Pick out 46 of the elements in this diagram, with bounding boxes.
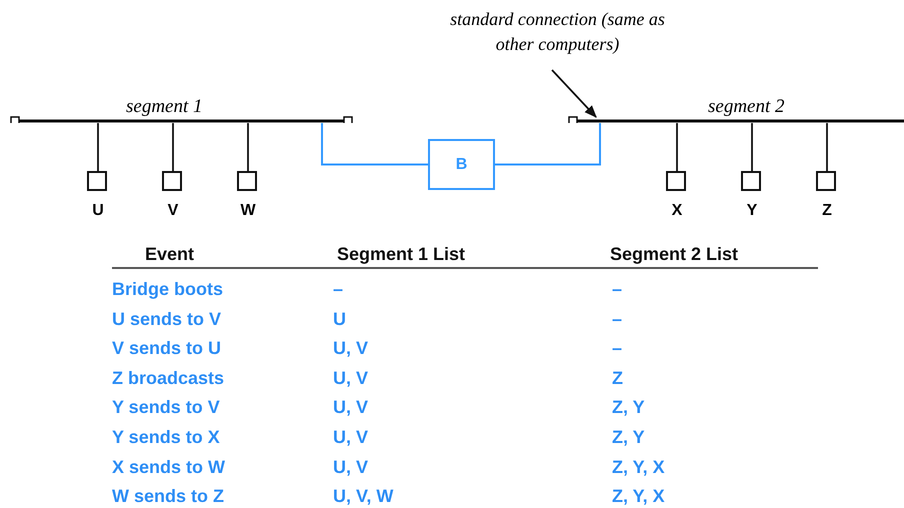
table-cell: U, V xyxy=(333,426,368,448)
annotation-text: standard connection (same as other computers) xyxy=(450,7,665,59)
table-cell: U, V, W xyxy=(333,485,394,508)
table-cell: U, V xyxy=(333,456,368,478)
table-cell: U, V xyxy=(333,337,368,360)
arrow xyxy=(551,69,597,118)
table-cell: U, V xyxy=(333,396,368,418)
table-cell: V sends to U xyxy=(112,337,222,360)
table-cell: Z, Y, X xyxy=(612,485,665,508)
segment-label: segment 1 xyxy=(126,96,203,118)
computer-label: W xyxy=(239,202,257,220)
computer-label: X xyxy=(670,202,684,220)
table-cell: Y sends to V xyxy=(112,396,220,418)
connection-line xyxy=(676,123,678,171)
connection-line xyxy=(826,123,828,171)
computer-label: U xyxy=(91,202,105,220)
table-cell: Z, Y, X xyxy=(612,456,665,478)
connection-line xyxy=(751,123,753,171)
table-cell: – xyxy=(612,308,622,330)
table-cell: Z, Y xyxy=(612,396,645,418)
connection-line xyxy=(247,123,249,171)
table-cell: U, V xyxy=(333,366,368,389)
table-cell: U sends to V xyxy=(112,308,222,330)
table-cell: – xyxy=(333,278,344,300)
table-cell: Z xyxy=(612,366,623,389)
computer-label: V xyxy=(166,202,180,220)
bridge-box: B xyxy=(428,139,495,190)
table-cell: Z, Y xyxy=(612,426,645,448)
table-cell: X sends to W xyxy=(112,456,226,478)
connection-line xyxy=(495,123,601,166)
computer-label: Z xyxy=(821,202,833,220)
column-header: Segment 2 List xyxy=(610,243,738,265)
table-cell: Bridge boots xyxy=(112,278,223,300)
column-header: Event xyxy=(145,243,194,265)
segment-label: segment 2 xyxy=(708,96,785,118)
column-header: Segment 1 List xyxy=(337,243,466,265)
computer-label: Y xyxy=(746,202,758,220)
table-cell: – xyxy=(612,278,622,300)
table-cell: – xyxy=(612,337,622,360)
table-cell: Y sends to X xyxy=(112,426,220,448)
table-cell: U xyxy=(333,308,346,330)
table-cell: Z broadcasts xyxy=(112,366,224,389)
connection-line xyxy=(172,123,174,171)
table-cell: W sends to Z xyxy=(112,485,224,508)
connection-line xyxy=(97,123,99,171)
connection-line xyxy=(321,123,428,166)
